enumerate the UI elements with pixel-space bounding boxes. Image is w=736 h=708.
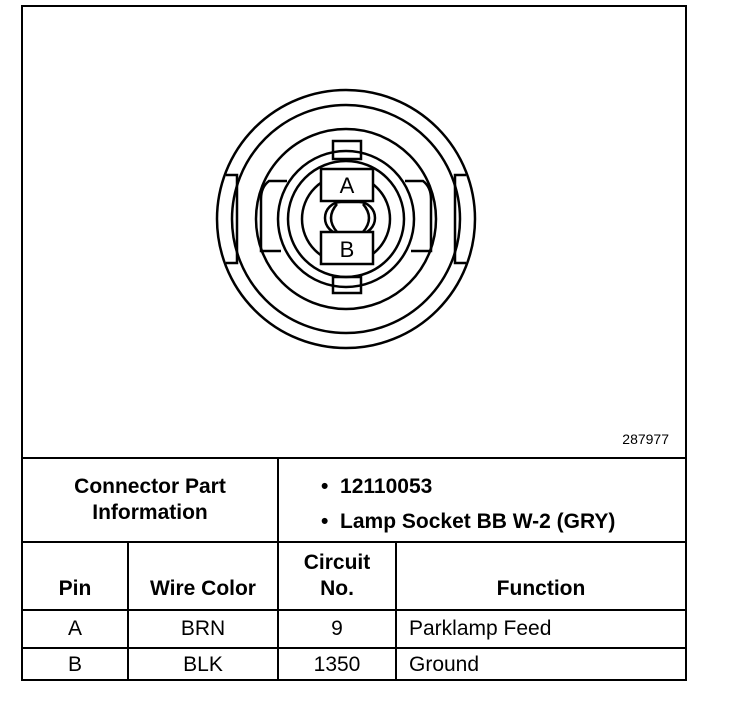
terminal-b-box — [319, 230, 375, 266]
rule-col-2 — [277, 541, 279, 681]
header-function: Function — [496, 577, 586, 600]
connector-info-label-line2: Information — [92, 501, 208, 524]
key-top — [331, 139, 363, 161]
part-description-value: Lamp Socket BB W-2 (GRY) — [340, 510, 616, 533]
part-number-value: 12110053 — [340, 475, 433, 498]
rule-col-3 — [395, 541, 397, 681]
center-contact-left — [329, 203, 338, 233]
rule-col-1 — [127, 541, 129, 681]
header-circuit-no: Circuit No. — [279, 543, 395, 609]
rule-below-info — [23, 541, 685, 543]
row-a-function: Parklamp Feed — [409, 617, 552, 640]
header-wire-color: Wire Color — [150, 577, 256, 600]
center-contact-right — [362, 203, 371, 233]
terminal-a-label: A — [340, 173, 355, 198]
rule-info-divider — [277, 457, 279, 541]
socket-ring-outer — [254, 127, 438, 311]
connector-face-diagram: A B — [215, 88, 477, 350]
locking-tab-left — [226, 173, 239, 265]
side-lug-left — [259, 179, 287, 253]
connector-info-label: Connector Part Information — [23, 459, 277, 541]
rule-below-diagram — [23, 457, 685, 459]
header-circuit-line2: No. — [320, 577, 354, 600]
terminal-b-label: B — [340, 237, 355, 262]
terminal-a-box — [319, 167, 375, 203]
rule-below-row-a — [23, 647, 685, 649]
row-a-wire-color: BRN — [180, 617, 226, 640]
row-b-wire-color: BLK — [183, 653, 223, 676]
locking-tab-right — [453, 173, 466, 265]
center-contact — [323, 200, 377, 236]
row-b-circuit: 1350 — [313, 653, 361, 676]
connector-outer-ring — [215, 88, 477, 350]
rule-below-header — [23, 609, 685, 611]
row-a-pin: A — [67, 617, 82, 640]
header-pin: Pin — [58, 577, 92, 600]
part-number: • 12110053 — [321, 475, 433, 498]
figure-id: 287977 — [622, 431, 669, 447]
connector-inner-ring — [230, 103, 462, 335]
header-circuit-line1: Circuit — [303, 551, 371, 574]
row-a-circuit: 9 — [331, 617, 343, 640]
part-description: • Lamp Socket BB W-2 (GRY) — [321, 510, 616, 533]
connector-info-label-line1: Connector Part — [74, 475, 226, 498]
socket-ring-middle — [276, 149, 416, 289]
key-bottom — [331, 275, 363, 295]
row-b-function: Ground — [409, 653, 480, 676]
side-lug-right — [405, 179, 433, 253]
connector-sheet: A B 287977 Connector Part Information • … — [21, 5, 687, 681]
row-b-pin: B — [67, 653, 82, 676]
